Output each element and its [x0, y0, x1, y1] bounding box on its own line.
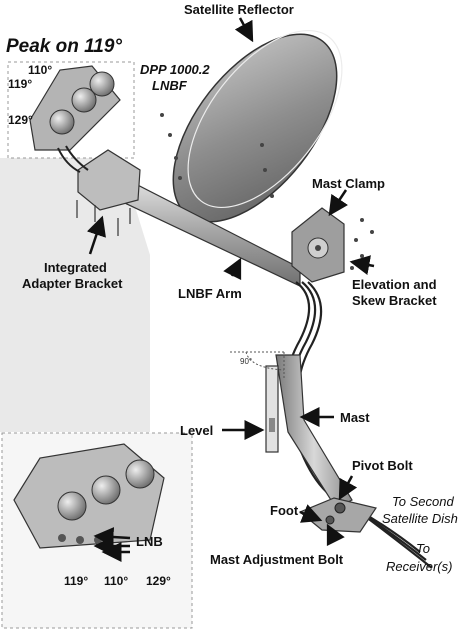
angle-119-label: 119° — [8, 77, 33, 91]
mast-adjustment-bolt-label: Mast Adjustment Bolt — [210, 552, 344, 567]
to-second-dish-line1: To Second — [392, 494, 454, 509]
level-bubble — [269, 418, 275, 432]
dpp-label-line1: DPP 1000.2 — [140, 62, 210, 77]
pivot-bolt-shape — [334, 502, 346, 514]
lnbf-unit — [29, 65, 121, 173]
bottom-110-label: 110° — [104, 574, 129, 588]
to-second-dish-line2: Satellite Dish — [382, 511, 458, 526]
lnb-label: LNB — [136, 534, 163, 549]
leader-arrows — [86, 17, 375, 562]
elevation-label-line1: Elevation and — [352, 277, 437, 292]
integrated-adapter-bracket — [77, 149, 141, 211]
level — [265, 365, 279, 453]
angle-129-label: 129° — [8, 113, 33, 127]
mast — [275, 354, 353, 509]
lnb-closeup — [13, 443, 165, 549]
mast-label: Mast — [340, 410, 370, 425]
ninety-degree-label: 90° — [240, 357, 253, 366]
satellite-reflector-label: Satellite Reflector — [184, 2, 294, 17]
bottom-119-label: 119° — [64, 574, 89, 588]
lnbf-inset-box — [7, 61, 135, 159]
mast-clamp-label: Mast Clamp — [312, 176, 385, 191]
pivot-bolt-label: Pivot Bolt — [352, 458, 413, 473]
mast-adjustment-bolt-shape — [325, 515, 335, 525]
elevation-skew-bracket — [291, 207, 345, 283]
peak-label: Peak on 119° — [6, 36, 123, 57]
inset-shadow-region — [0, 158, 150, 432]
bottom-129-label: 129° — [146, 574, 171, 588]
integrated-label-line2: Adapter Bracket — [22, 276, 123, 291]
lnbf-arm-label: LNBF Arm — [178, 286, 242, 301]
foot-label: Foot — [270, 503, 299, 518]
level-label: Level — [180, 423, 214, 438]
angle-110-label: 110° — [28, 63, 53, 77]
elevation-label-line2: Skew Bracket — [352, 293, 437, 308]
integrated-label-line1: Integrated — [44, 260, 107, 275]
to-receiver-line2: Receiver(s) — [386, 559, 453, 574]
to-receiver-line1: To — [416, 541, 430, 556]
dish-screws — [160, 113, 274, 198]
ninety-degree-indicator — [228, 351, 285, 380]
dpp-label-line2: LNBF — [152, 78, 187, 93]
